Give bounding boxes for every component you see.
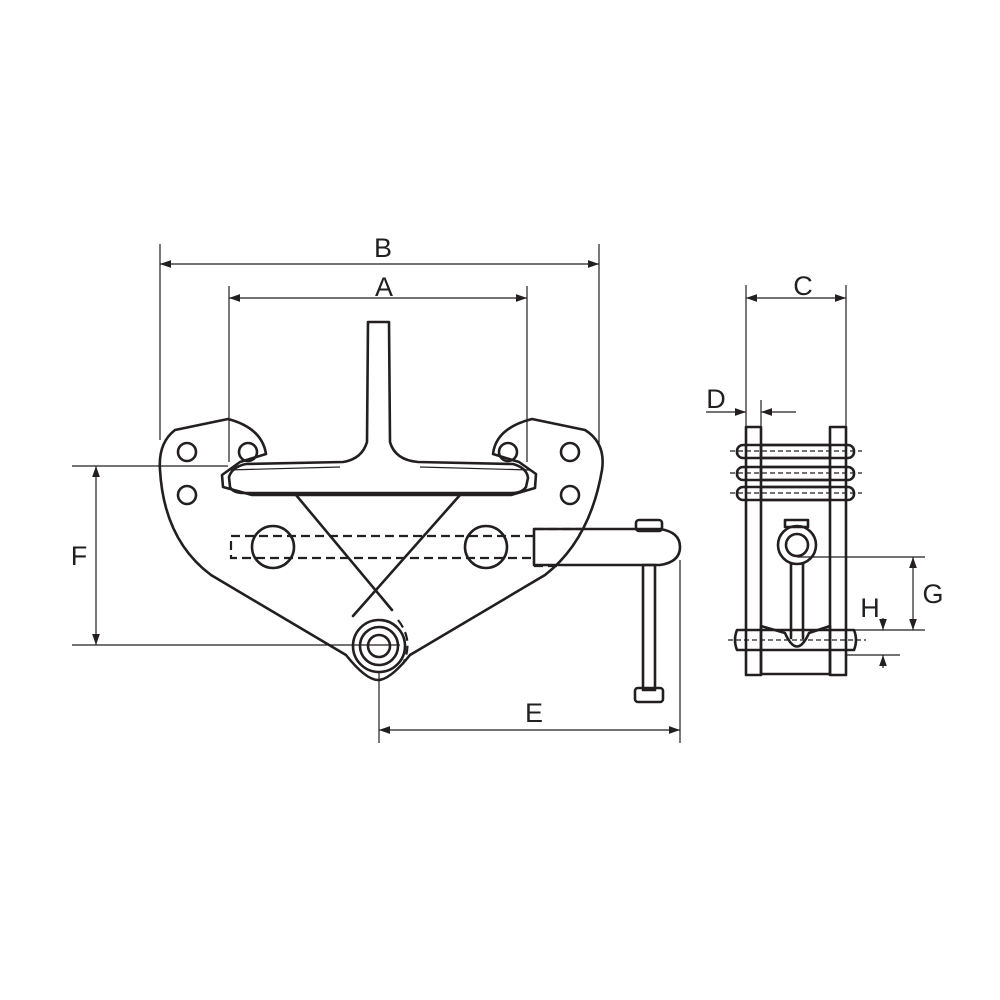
plate-hole-upper-right <box>559 441 581 463</box>
side-shackle-pin <box>733 628 858 652</box>
jaw-liner-right <box>419 466 531 471</box>
side-spindle-inner <box>784 532 810 558</box>
plate-hole-jaw-right <box>497 441 519 463</box>
side-spindle-block <box>783 518 810 529</box>
dim-label-e: E <box>525 698 543 728</box>
dim-label-d: D <box>706 384 726 414</box>
dim-a-extension-lines <box>228 286 528 462</box>
clamp-body <box>158 417 604 682</box>
dim-b-extension-lines <box>159 244 600 445</box>
dim-g-extension-lines <box>797 556 925 631</box>
lifting-eye-inner <box>366 633 392 659</box>
dim-label-a: A <box>375 272 393 302</box>
lifting-eye-dashed-ring <box>397 619 409 665</box>
side-view <box>728 425 866 677</box>
plate-hole-upper-left <box>176 441 198 463</box>
beam-flange <box>227 320 530 495</box>
handle-knob-bottom <box>633 686 665 704</box>
bolt-center-lines <box>730 450 862 494</box>
front-view <box>158 320 682 704</box>
adjust-hole-left <box>250 524 296 570</box>
lifting-eye-middle <box>358 625 400 667</box>
plate-hole-lower-right <box>559 484 581 506</box>
dim-label-g: G <box>922 579 943 609</box>
side-plate-left <box>744 425 763 677</box>
cross-arm-right <box>351 493 462 618</box>
dimensions: B A F E C D G H <box>71 233 944 743</box>
adjust-hole-right <box>463 524 509 570</box>
side-spindle-outer <box>776 524 818 566</box>
spindle-end <box>532 527 682 567</box>
dim-label-h: H <box>860 593 880 623</box>
side-plate-right <box>828 425 848 677</box>
handle-bar <box>641 563 657 692</box>
dim-label-c: C <box>793 271 813 301</box>
spindle-hidden-outline <box>229 534 534 560</box>
side-spindle-rod <box>789 562 805 640</box>
plate-hole-jaw-left <box>237 441 259 463</box>
cross-arm-left <box>294 493 394 612</box>
dim-c-extension-lines <box>745 285 847 428</box>
dim-label-f: F <box>71 541 88 571</box>
plate-hole-lower-left <box>176 484 198 506</box>
jaw-liner-left <box>227 466 341 471</box>
handle-knob-top <box>634 518 664 533</box>
dim-label-b: B <box>374 233 392 263</box>
side-shackle-collar <box>759 624 832 676</box>
